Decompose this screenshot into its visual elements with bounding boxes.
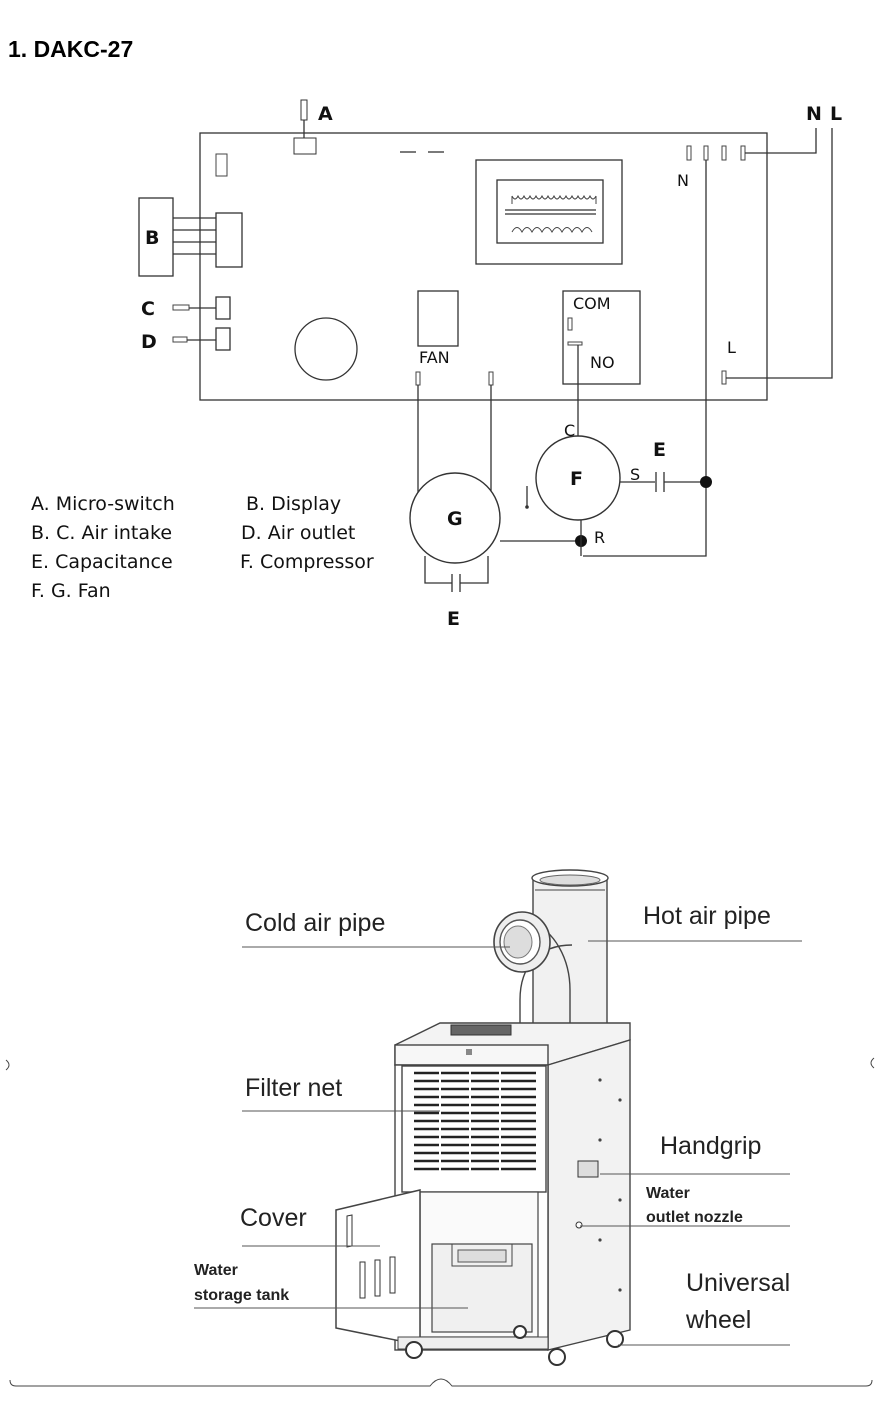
- label-a: A: [318, 103, 333, 125]
- label-b: B: [145, 227, 159, 249]
- label-n-mains: N: [806, 103, 822, 125]
- label-cold-air-pipe: Cold air pipe: [245, 909, 385, 937]
- n-wire: [745, 128, 817, 154]
- unit-illustration: Cold air pipe Hot air pipe Filter net Ha…: [194, 869, 802, 1366]
- page-edge-marks: [5, 1057, 875, 1387]
- label-d: D: [141, 331, 157, 353]
- capacitor-e-compressor: E: [620, 439, 712, 492]
- label-tank-1: Water: [194, 1262, 238, 1279]
- compressor-relay: COM NO: [562, 290, 641, 385]
- label-filter-net: Filter net: [245, 1074, 342, 1102]
- legend-item-7: F. G. Fan: [31, 580, 111, 602]
- label-l-mains: L: [830, 103, 842, 125]
- wheels: [405, 1325, 624, 1366]
- buzzer: [294, 317, 358, 381]
- display-b: B: [138, 197, 243, 277]
- legend-item-3: B. C. Air intake: [31, 522, 172, 544]
- neutral-wire: [583, 160, 707, 557]
- fan-relay: [417, 290, 459, 347]
- sensor-d: D: [141, 327, 231, 353]
- label-l-board: L: [727, 338, 736, 357]
- legend-item-6: F. Compressor: [240, 551, 374, 573]
- label-f: F: [570, 468, 583, 490]
- label-e-capacitor-1: E: [653, 439, 666, 461]
- transformer: [475, 159, 623, 265]
- label-handgrip: Handgrip: [660, 1132, 761, 1160]
- legend-item-4: D. Air outlet: [241, 522, 355, 544]
- label-c: C: [141, 298, 155, 320]
- label-tank-2: storage tank: [194, 1287, 289, 1304]
- board-connector: [215, 153, 228, 177]
- label-n-board: N: [677, 171, 689, 190]
- legend-item-1: A. Micro-switch: [31, 493, 175, 515]
- label-water-outlet-1: Water: [646, 1185, 690, 1202]
- label-hot-air-pipe: Hot air pipe: [643, 902, 771, 930]
- label-fan: FAN: [419, 348, 450, 367]
- label-universal-1: Universal: [686, 1269, 790, 1297]
- label-s-terminal: S: [630, 465, 640, 484]
- wiring-diagram: A B C D: [31, 99, 842, 630]
- water-outlet-nozzle: [575, 1221, 583, 1229]
- label-g: G: [447, 508, 463, 530]
- label-cover: Cover: [240, 1204, 307, 1232]
- legend-item-2: B. Display: [246, 493, 341, 515]
- label-com: COM: [573, 294, 611, 313]
- page-heading: 1. DAKC-27: [8, 36, 133, 62]
- legend-item-5: E. Capacitance: [31, 551, 173, 573]
- label-no: NO: [590, 353, 615, 372]
- fan-motor-g: G E: [409, 385, 575, 630]
- callout-lines: [194, 940, 802, 1346]
- label-r-terminal: R: [594, 528, 605, 547]
- label-e-capacitor-2: E: [447, 608, 460, 630]
- control-board: [199, 132, 768, 401]
- compressor-f: F C S R: [525, 421, 640, 547]
- label-c-terminal: C: [564, 421, 575, 440]
- micro-switch-a: A: [293, 99, 333, 155]
- power-terminals: N L: [677, 145, 746, 385]
- label-water-outlet-2: outlet nozzle: [646, 1209, 743, 1226]
- l-wire: [726, 128, 833, 379]
- label-universal-2: wheel: [685, 1306, 751, 1334]
- handgrip-recess: [577, 1160, 599, 1178]
- unit-body: [335, 1022, 631, 1366]
- wiring-legend: A. Micro-switch B. Display B. C. Air int…: [31, 493, 374, 602]
- sensor-c: C: [141, 296, 231, 320]
